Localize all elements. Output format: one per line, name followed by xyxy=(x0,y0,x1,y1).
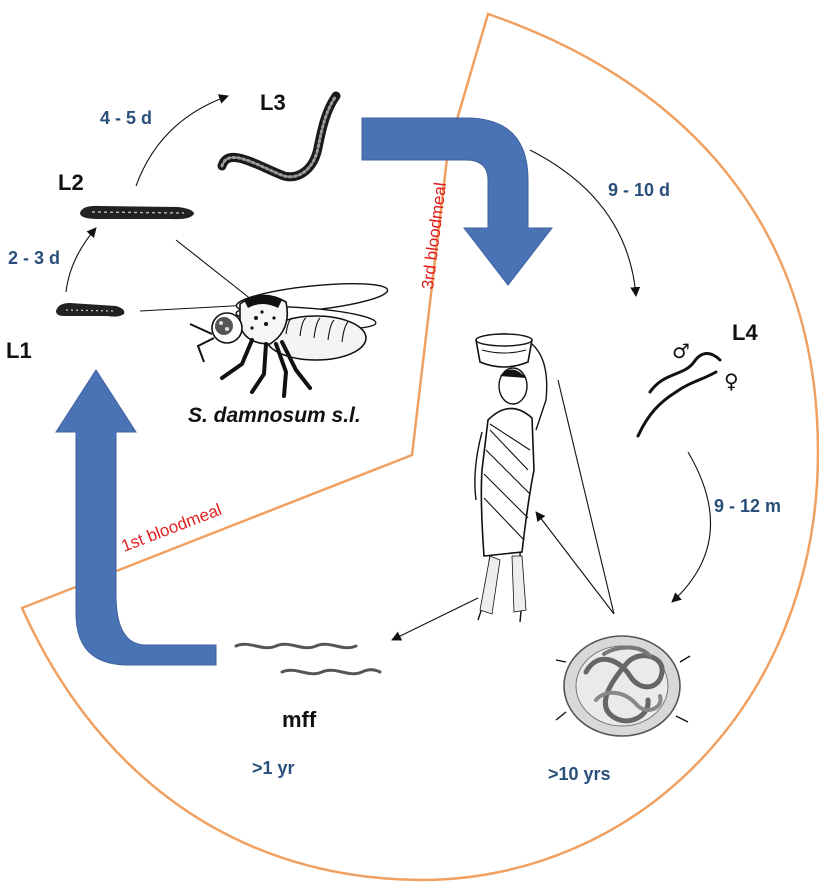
nodule-to-host-line xyxy=(558,380,614,614)
l1-to-fly-pointer xyxy=(140,305,250,311)
third-bloodmeal-arrow xyxy=(362,118,552,285)
stage-label-mff: mff xyxy=(282,707,317,732)
human-host-icon xyxy=(475,334,547,622)
stage-label-l3: L3 xyxy=(260,90,286,115)
stage-label-l1: L1 xyxy=(6,338,32,363)
l2-to-fly-pointer xyxy=(176,240,252,300)
l4-to-adult-arrow xyxy=(672,452,711,602)
female-symbol: ♀ xyxy=(724,369,739,393)
stage-label-l4: L4 xyxy=(732,320,758,345)
l3-to-l4-arrow xyxy=(530,150,636,296)
l2-larva-icon xyxy=(80,206,194,219)
first-bloodmeal-label: 1st bloodmeal xyxy=(119,500,225,556)
male-symbol: ♂ xyxy=(672,339,690,363)
l1-to-l2-arrow xyxy=(66,228,96,292)
duration-l1-l2: 2 - 3 d xyxy=(8,248,60,268)
host-to-mff-arrow xyxy=(392,598,478,640)
microfilariae-icon xyxy=(236,644,380,673)
stage-label-l2: L2 xyxy=(58,170,84,195)
duration-l4-adult: 9 - 12 m xyxy=(714,496,781,516)
l1-larva-icon xyxy=(56,303,124,317)
adult-worm-nodule-icon xyxy=(556,636,690,736)
duration-l3-l4: 9 - 10 d xyxy=(608,180,670,200)
third-bloodmeal-label: 3rd bloodmeal xyxy=(418,181,450,290)
duration-mff-lifespan: >1 yr xyxy=(252,758,295,778)
duration-adult-lifespan: >10 yrs xyxy=(548,764,611,784)
vector-species-label: S. damnosum s.l. xyxy=(188,404,361,427)
duration-l2-l3: 4 - 5 d xyxy=(100,108,152,128)
blackfly-icon xyxy=(190,278,389,396)
l4-worms-icon xyxy=(638,354,720,437)
